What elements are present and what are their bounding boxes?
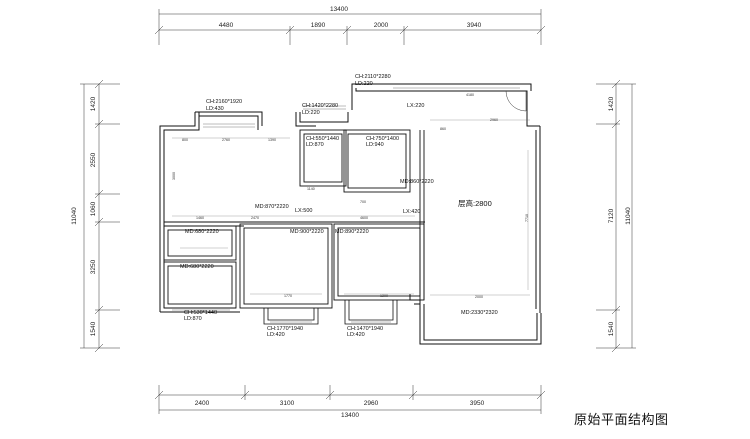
label-md-hall: MD:870*2220 (255, 204, 289, 210)
label-ld-inner-1: LD:870 (306, 142, 324, 148)
top-dim-3: 2000 (374, 22, 389, 29)
label-ch-inner-2: CH:750*1400 (366, 136, 399, 142)
bay-windows (263, 300, 398, 325)
left-dim-3: 1060 (90, 201, 97, 216)
right-dimension-chain (596, 79, 636, 353)
bottom-dimension-chain (154, 385, 546, 414)
dim-2000: 2000 (475, 295, 483, 299)
label-ch-top-left: CH:2160*1920 (206, 99, 242, 105)
label-lx-420: LX:420 (403, 209, 420, 215)
label-ld-bay-2: LD:420 (347, 332, 365, 338)
label-md-small: MD:680*2220 (180, 264, 214, 270)
label-ld-top-left: LD:430 (206, 106, 224, 112)
top-dim-2: 1890 (311, 22, 326, 29)
left-dim-4: 3250 (90, 259, 97, 274)
dim-3000: 3000 (172, 172, 176, 180)
bottom-dim-1: 2400 (195, 400, 210, 407)
bottom-dim-4: 3950 (470, 400, 485, 407)
dim-4180: 4180 (466, 93, 474, 97)
label-md-bed1: MD:900*2220 (290, 229, 324, 235)
top-dimension-chain (154, 9, 546, 45)
label-lx-500: LX:500 (295, 208, 312, 214)
label-md-balcony: MD:2330*2320 (461, 310, 498, 316)
left-dim-1: 1420 (90, 96, 97, 111)
label-ld-inner-2: LD:940 (366, 142, 384, 148)
dim-1140: 1140 (307, 187, 315, 191)
dim-1200: 1200 (380, 294, 388, 298)
ceiling-height-label: 层高:2800 (458, 198, 492, 208)
dim-700: 700 (360, 200, 366, 204)
label-ch-top-mid: CH:1420*2280 (302, 103, 338, 109)
dim-1390: 1390 (268, 138, 276, 142)
bottom-dim-2: 3100 (280, 400, 295, 407)
label-ch-bay-1: CH:1770*1940 (267, 326, 303, 332)
left-total-dim: 11040 (71, 207, 78, 225)
label-md-kitchen: MD:860*2220 (400, 179, 434, 185)
label-md-bed2: MD:890*2220 (335, 229, 369, 235)
dim-2470: 2470 (251, 216, 259, 220)
label-ch-top-right: CH:2110*2280 (355, 74, 391, 80)
label-ch-bottom-left: CH:530*1440 (184, 310, 217, 316)
top-dim-1: 4480 (219, 22, 234, 29)
window-markers (172, 87, 520, 323)
dim-2760: 2760 (222, 138, 230, 142)
dim-7710: 7710 (525, 214, 529, 222)
door-swing (505, 90, 527, 112)
dim-1770: 1770 (284, 294, 292, 298)
label-lx-top: LX:220 (407, 103, 424, 109)
left-dim-2: 2550 (90, 152, 97, 167)
label-ld-bay-1: LD:420 (267, 332, 285, 338)
bottom-dim-3: 2960 (364, 400, 379, 407)
left-dim-5: 1540 (90, 321, 97, 336)
label-ld-top-right: LD:220 (355, 81, 373, 87)
dim-4600: 4600 (360, 216, 368, 220)
right-total-dim: 11040 (625, 207, 632, 225)
right-dim-3: 1540 (608, 321, 615, 336)
exterior-walls (159, 83, 542, 345)
bottom-total-dim: 13400 (341, 412, 359, 419)
label-md-bath: MD:680*2220 (185, 229, 219, 235)
label-ch-inner-1: CH:550*1440 (306, 136, 339, 142)
left-dimension-chain (80, 79, 120, 353)
dim-1460: 1460 (196, 216, 204, 220)
interior-walls (163, 129, 425, 309)
drawing-caption: 原始平面结构图 (574, 412, 669, 427)
label-ch-bay-2: CH:1470*1940 (347, 326, 383, 332)
top-dim-4: 3940 (467, 22, 482, 29)
label-ld-top-mid: LD:220 (302, 110, 320, 116)
dim-860: 860 (440, 127, 446, 131)
dim-2960: 2960 (490, 118, 498, 122)
label-ld-bottom-left: LD:870 (184, 316, 202, 322)
right-dim-2: 7120 (608, 208, 615, 223)
top-total-dim: 13400 (330, 6, 348, 13)
right-dim-1: 1420 (608, 96, 615, 111)
dim-800: 800 (182, 138, 188, 142)
inner-dim-ticks (172, 119, 530, 296)
